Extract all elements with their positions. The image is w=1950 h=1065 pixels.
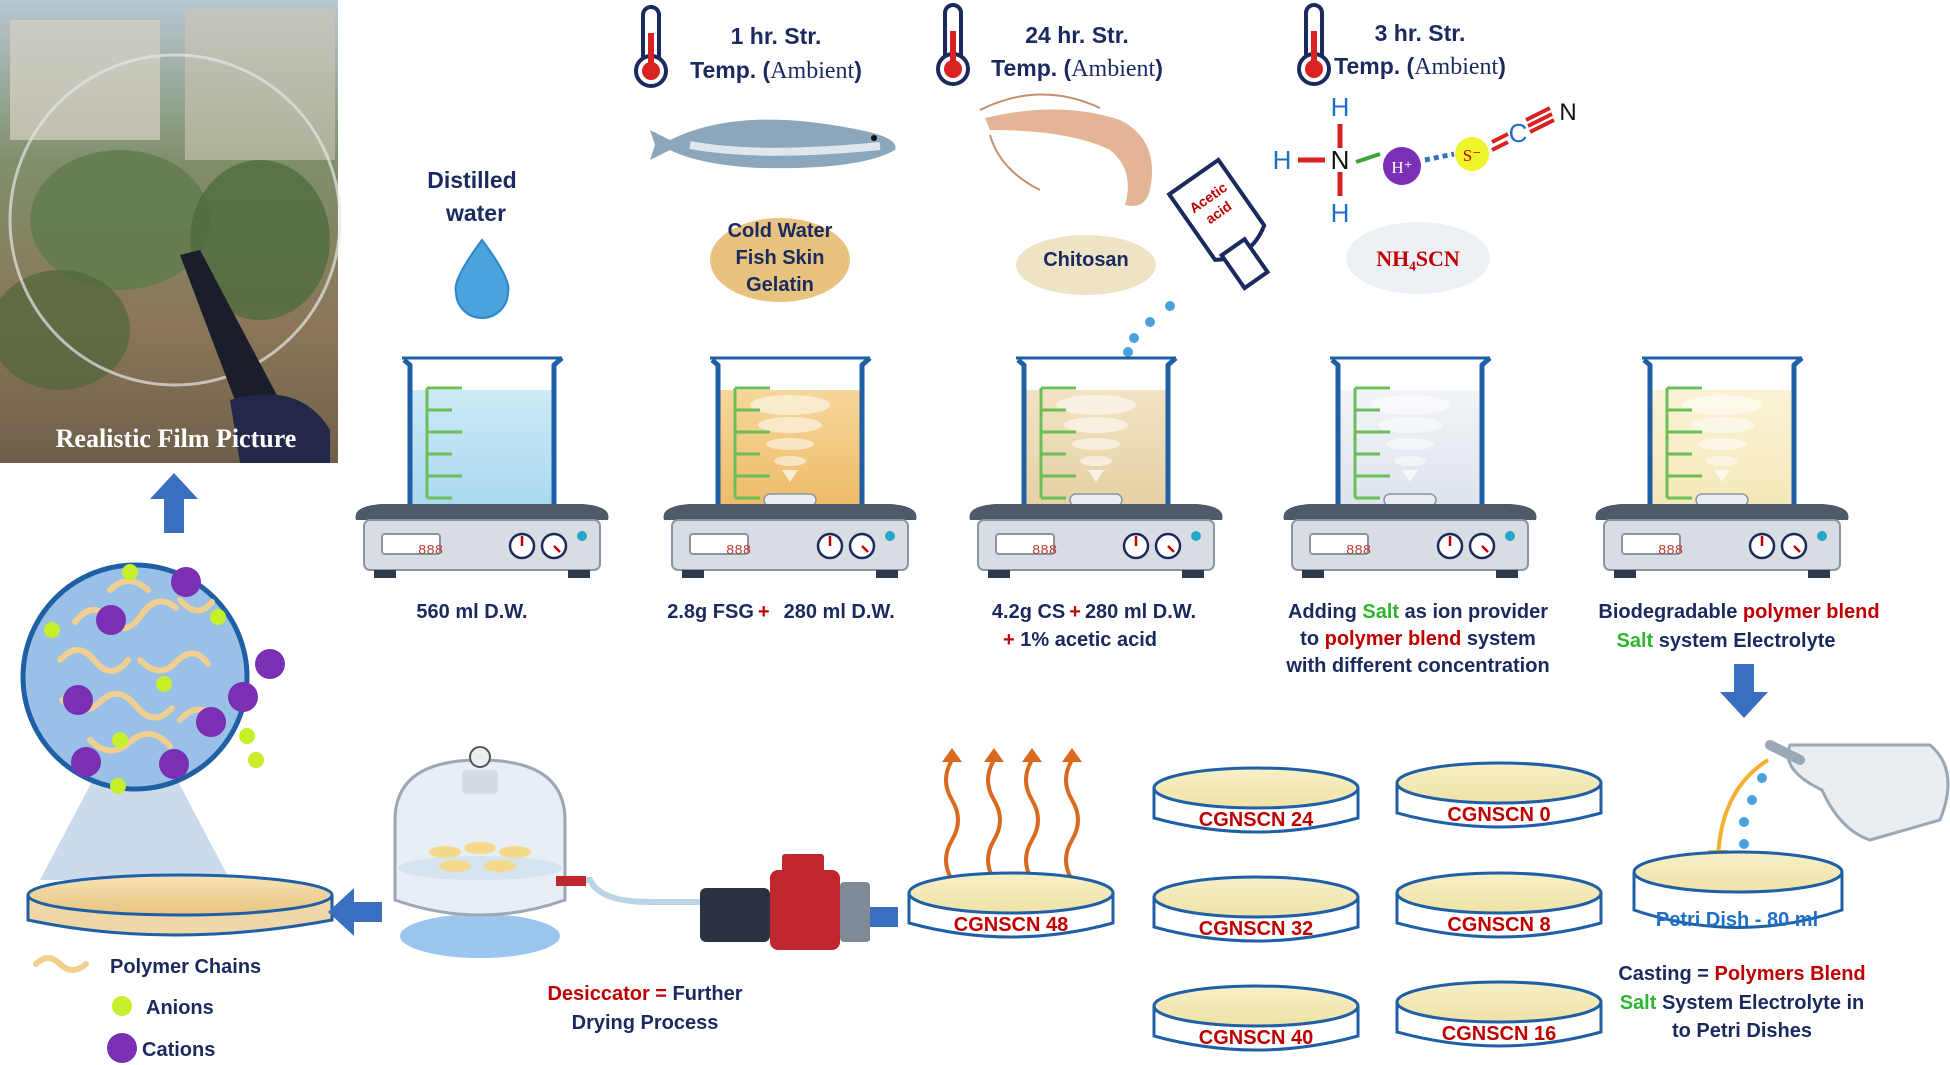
film-photo: Realistic Film Picture [0, 0, 342, 463]
thermometer-icon [1297, 3, 1331, 86]
svg-text:N: N [1331, 145, 1350, 175]
shrimp-icon [979, 93, 1152, 206]
casting-label-2: Salt System Electrolyte in [1620, 992, 1865, 1014]
petri-dish-0: CGNSCN 0 [1395, 761, 1603, 829]
svg-text:CGNSCN 24: CGNSCN 24 [1199, 809, 1314, 831]
thermometer-icon [634, 5, 668, 88]
svg-text:H: H [1331, 92, 1350, 122]
legend-cations: Cations [142, 1039, 215, 1061]
water-word-1: Distilled [427, 167, 516, 193]
drops-icon [1123, 301, 1175, 357]
step-salt: 3 hr. Str. Temp. (Ambient) H H N H H⁺ S⁻… [1273, 3, 1577, 677]
step4-label-2: to polymer blend system [1300, 628, 1536, 650]
svg-text:H⁺: H⁺ [1391, 158, 1412, 177]
svg-text:Gelatin: Gelatin [746, 274, 814, 296]
svg-text:CGNSCN 8: CGNSCN 8 [1447, 914, 1550, 936]
thermometer-icon [936, 3, 970, 86]
stirrer-display: 888 [1346, 543, 1371, 559]
polymer-structure [20, 562, 285, 880]
step4-time: 3 hr. Str. [1375, 20, 1466, 46]
step4-label-1: Adding Salt as ion provider [1288, 601, 1548, 623]
step3-label: 4.2g CS+280 ml D.W. [992, 601, 1196, 623]
desiccator-label-1: Desiccator = Further [547, 983, 742, 1005]
svg-text:CGNSCN 0: CGNSCN 0 [1447, 804, 1550, 826]
step2-temp: Temp. (Ambient) [690, 57, 862, 84]
svg-text:H: H [1331, 198, 1350, 228]
nh4scn-molecule: H H N H H⁺ S⁻ C N [1273, 92, 1577, 228]
svg-text:Fish Skin: Fish Skin [736, 247, 825, 269]
svg-text:N: N [1559, 99, 1576, 126]
arrow-left-icon [328, 888, 382, 936]
pouring-flask [1708, 740, 1950, 868]
svg-text:Cold Water: Cold Water [728, 220, 833, 242]
step3-temp: Temp. (Ambient) [991, 55, 1163, 82]
casting-label-3: to Petri Dishes [1672, 1020, 1812, 1042]
stirrer-display: 888 [418, 543, 443, 559]
stirrer-display: 888 [1032, 543, 1057, 559]
stirrer-display: 888 [726, 543, 751, 559]
step-gelatin: 1 hr. Str. Temp. (Ambient) Cold Water Fi… [634, 5, 918, 623]
desiccator-icon [393, 746, 586, 958]
step3-time: 24 hr. Str. [1025, 22, 1129, 48]
step2-time: 1 hr. Str. [731, 23, 822, 49]
step-distilled-water: Distilled water 888 560 ml D.W. [354, 167, 610, 623]
water-word-2: water [445, 200, 506, 226]
petri-dish-40: CGNSCN 40 [1152, 984, 1360, 1052]
casting-label-1: Casting = Polymers Blend [1618, 963, 1865, 985]
svg-text:H: H [1273, 145, 1292, 175]
petri-dish-24: CGNSCN 24 [1152, 766, 1360, 834]
acetic-acid-bottle: Acetic acid [1166, 157, 1271, 291]
svg-text:CGNSCN 32: CGNSCN 32 [1199, 918, 1313, 940]
step1-label: 560 ml D.W. [416, 601, 527, 623]
salt-powder-icon [1346, 222, 1490, 294]
anion-dots [44, 564, 264, 794]
petri-dish-8: CGNSCN 8 [1395, 871, 1603, 939]
arrow-up-icon [150, 473, 198, 533]
legend: Polymer Chains Anions Cations [33, 955, 261, 1063]
svg-text:CGNSCN 40: CGNSCN 40 [1199, 1027, 1313, 1049]
chitosan-powder-icon [1016, 235, 1156, 295]
cation-dots [63, 567, 285, 779]
polymer-chain-icon [33, 955, 89, 973]
step-chitosan: 24 hr. Str. Temp. (Ambient) Chitosan Ace… [936, 3, 1271, 651]
petri-dish-label: Petri Dish - 80 ml [1656, 909, 1818, 931]
petri-dish-80ml: Petri Dish - 80 ml [1632, 850, 1844, 931]
gelatin-powder-icon [710, 218, 850, 302]
step2-label: 2.8g FSG+280 ml D.W. [667, 601, 895, 623]
svg-text:S⁻: S⁻ [1463, 146, 1481, 165]
step4-label-3: with different concentration [1285, 655, 1549, 677]
photo-caption: Realistic Film Picture [56, 424, 297, 453]
step4-temp: Temp. (Ambient) [1334, 53, 1506, 80]
cation-icon [107, 1033, 137, 1063]
fish-icon [650, 119, 896, 169]
step-blend: 888 Biodegradable polymer blend Salt sys… [1594, 358, 1880, 652]
legend-anions: Anions [146, 997, 214, 1019]
anion-icon [112, 996, 132, 1016]
arrow-down-icon [1720, 664, 1768, 718]
casted-film-dish [26, 873, 334, 937]
petri-dish-grid: CGNSCN 24 CGNSCN 0 CGNSCN 32 CGNSCN 8 CG… [1152, 761, 1603, 1052]
svg-text:CGNSCN 16: CGNSCN 16 [1442, 1023, 1556, 1045]
svg-text:CGNSCN 48: CGNSCN 48 [954, 914, 1068, 936]
chitosan-label: Chitosan [1043, 249, 1129, 271]
petri-dish-32: CGNSCN 32 [1152, 875, 1360, 943]
svg-text:C: C [1509, 118, 1528, 148]
stirrer-display: 888 [1658, 543, 1683, 559]
petri-dish-48: CGNSCN 48 [907, 748, 1115, 939]
vacuum-pump-icon [578, 854, 870, 950]
water-drop-icon [454, 238, 510, 319]
petri-dish-16: CGNSCN 16 [1395, 980, 1603, 1048]
step3-label-2: + 1% acetic acid [1003, 629, 1157, 651]
step5-label-1: Biodegradable polymer blend [1598, 601, 1879, 623]
step5-label-2: Salt system Electrolyte [1616, 630, 1835, 652]
legend-chains: Polymer Chains [110, 956, 261, 978]
salt-label: NH₄SCN [1376, 246, 1460, 271]
desiccator-label-2: Drying Process [572, 1012, 719, 1034]
